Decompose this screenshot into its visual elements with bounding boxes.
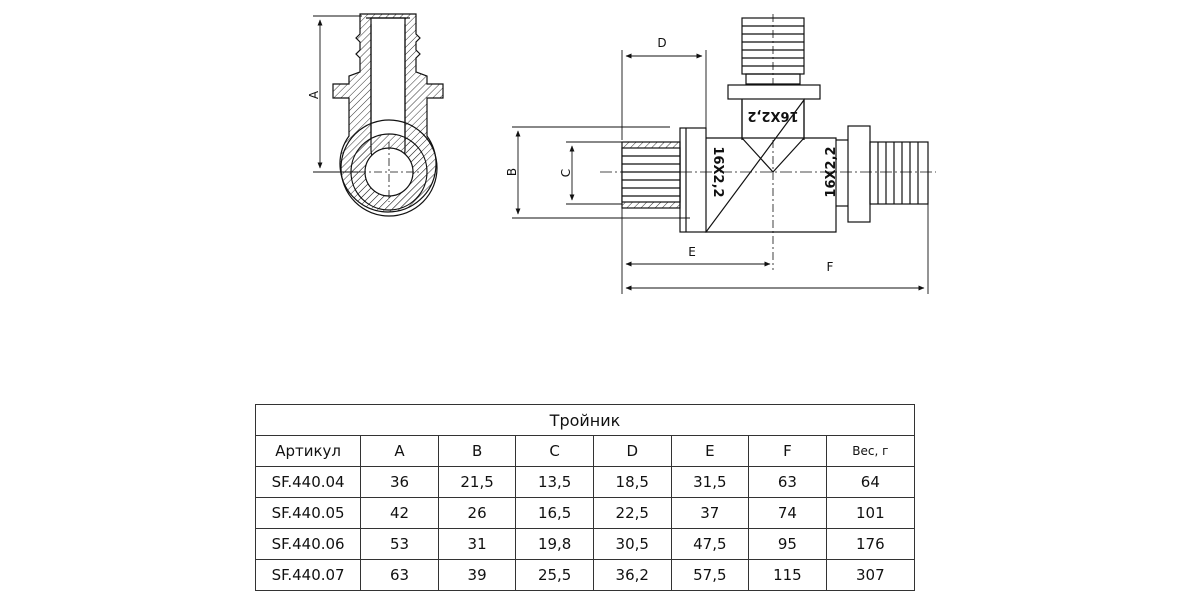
top-spigot [741, 14, 805, 85]
table-title-row: Тройник [255, 404, 915, 436]
table-cell: 19,8 [515, 528, 594, 560]
table-cell: 63 [748, 466, 827, 498]
table-cell: SF.440.06 [254, 528, 362, 560]
dimension-label-d: D [657, 36, 666, 50]
dimension-f [621, 204, 929, 294]
table-header-row: Артикул A B C D E F Вес, г [254, 435, 916, 467]
table-cell: 31 [437, 528, 517, 560]
header-f: F [748, 435, 827, 467]
dimension-label-b: B [505, 168, 519, 176]
table-cell: SF.440.05 [254, 497, 362, 529]
table-cell: 47,5 [670, 528, 750, 560]
side-section-view [332, 13, 444, 217]
table-cell: 95 [748, 528, 827, 560]
table-row: SF.440.07 63 39 25,5 36,2 57,5 115 307 [254, 559, 916, 591]
table-cell: 25,5 [515, 559, 594, 591]
left-flange [679, 127, 707, 233]
dimension-label-f: F [827, 260, 834, 274]
table-cell: 36 [360, 466, 439, 498]
header-d: D [592, 435, 672, 467]
table-cell: 31,5 [670, 466, 750, 498]
table-row: SF.440.06 53 31 19,8 30,5 47,5 95 176 [254, 528, 916, 560]
table-cell: 53 [360, 528, 439, 560]
dimension-e [621, 208, 771, 270]
table-cell: 18,5 [592, 466, 672, 498]
header-article: Артикул [254, 435, 362, 467]
table-cell: 22,5 [592, 497, 672, 529]
side-view-cross-hole [364, 147, 414, 197]
table-title: Тройник [255, 404, 915, 436]
table-cell: 42 [360, 497, 439, 529]
dimension-label-c: C [559, 169, 573, 177]
table-cell: 101 [825, 497, 916, 529]
table-cell: 57,5 [670, 559, 750, 591]
header-c: C [515, 435, 594, 467]
specification-table: Тройник Артикул A B C D E F Вес, г SF.44… [254, 404, 916, 591]
header-b: B [437, 435, 517, 467]
size-marking-top: 16X2,2 [747, 108, 798, 123]
table-row: SF.440.05 42 26 16,5 22,5 37 74 101 [254, 497, 916, 529]
table-cell: SF.440.04 [254, 466, 362, 498]
table-cell: 307 [825, 559, 916, 591]
table-cell: 37 [670, 497, 750, 529]
table-cell: 115 [748, 559, 827, 591]
table-cell: SF.440.07 [254, 559, 362, 591]
dimension-label-e: E [688, 245, 696, 259]
table-cell: 64 [825, 466, 916, 498]
table-cell: 26 [437, 497, 517, 529]
top-flange [727, 84, 821, 100]
table-cell: 39 [437, 559, 517, 591]
tee-fitting-drawing: A [307, 13, 936, 294]
table-cell: 21,5 [437, 466, 517, 498]
header-weight: Вес, г [825, 435, 916, 467]
size-marking-right: 16X2,2 [824, 146, 839, 197]
dimension-c [566, 141, 622, 205]
front-view [600, 14, 936, 270]
side-view-outer-ring [340, 119, 438, 217]
table-cell: 176 [825, 528, 916, 560]
right-flange [847, 125, 871, 223]
table-row: SF.440.04 36 21,5 13,5 18,5 31,5 63 64 [254, 466, 916, 498]
dimension-label-a: A [307, 90, 321, 99]
header-a: A [360, 435, 439, 467]
dimension-b [512, 126, 690, 219]
table-cell: 30,5 [592, 528, 672, 560]
dimension-a [313, 15, 362, 173]
right-spigot [869, 141, 929, 205]
dimension-d [621, 50, 707, 140]
table-cell: 74 [748, 497, 827, 529]
table-cell: 36,2 [592, 559, 672, 591]
table-cell: 13,5 [515, 466, 594, 498]
table-cell: 63 [360, 559, 439, 591]
size-marking-left: 16X2,2 [710, 146, 725, 197]
table-cell: 16,5 [515, 497, 594, 529]
header-e: E [670, 435, 750, 467]
